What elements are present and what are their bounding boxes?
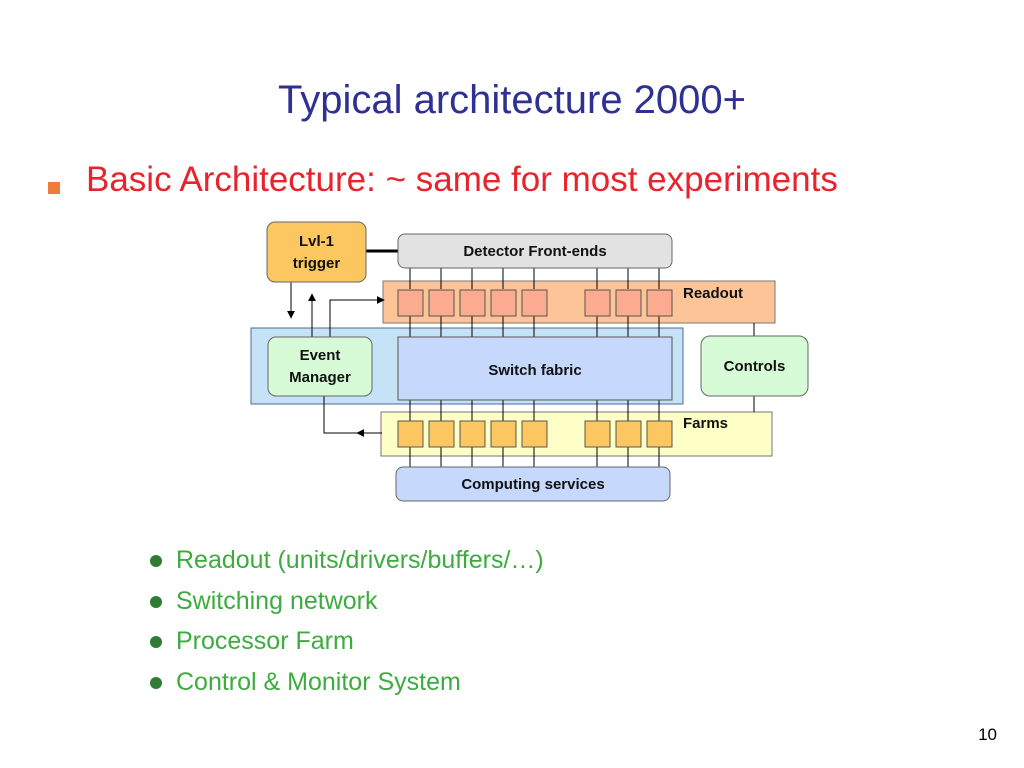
computing-services-label: Computing services — [461, 476, 604, 493]
readout-unit — [615, 289, 642, 317]
farm-unit — [521, 420, 548, 448]
page-number: 10 — [978, 725, 997, 744]
lvl1-trigger-label-line2: trigger — [293, 255, 341, 272]
main-bullet-text: Basic Architecture: ~ same for most expe… — [86, 160, 838, 199]
slide-title: Typical architecture 2000+ — [277, 78, 747, 122]
farm-unit — [490, 420, 517, 448]
list-item-text: Processor Farm — [176, 627, 354, 656]
list-item: Control & Monitor System — [150, 662, 544, 703]
readout-unit — [646, 289, 673, 317]
event-manager-box — [267, 336, 373, 397]
readout-unit — [584, 289, 611, 317]
computing-services-box — [395, 466, 671, 502]
readout-links — [409, 316, 660, 337]
list-item-text: Switching network — [176, 586, 378, 615]
event-manager-label-line1: Event — [300, 347, 341, 364]
farm-event-manager-arrow — [323, 396, 357, 434]
switch-fabric-label: Switch fabric — [488, 362, 581, 379]
farm-unit — [397, 420, 424, 448]
farms-label: Farms — [683, 415, 728, 432]
readout-unit — [521, 289, 548, 317]
list-item: Readout (units/drivers/buffers/…) — [150, 540, 544, 581]
farm-unit — [615, 420, 642, 448]
detector-links — [409, 268, 660, 289]
bullet-dot-icon — [150, 677, 162, 690]
readout-unit — [428, 289, 455, 317]
readout-units — [397, 289, 673, 317]
farm-unit — [646, 420, 673, 448]
farm-units — [397, 420, 673, 448]
bullet-dot-icon — [150, 555, 162, 567]
event-manager-label-line2: Manager — [289, 369, 351, 386]
readout-unit — [397, 289, 424, 317]
bullet-marker — [48, 182, 60, 194]
switch-to-farm-links — [409, 400, 660, 421]
list-item: Switching network — [150, 581, 544, 622]
readout-unit — [459, 289, 486, 317]
event-manager-readout-arrow — [329, 296, 385, 337]
list-item-text: Readout (units/drivers/buffers/…) — [176, 546, 544, 574]
controls-label: Controls — [724, 358, 786, 375]
lvl1-trigger-label-line1: Lvl-1 — [299, 233, 334, 250]
readout-unit — [490, 289, 517, 317]
farm-unit — [584, 420, 611, 448]
lvl1-trigger-box — [266, 221, 367, 283]
detector-front-ends-box — [397, 233, 673, 269]
readout-label: Readout — [683, 285, 743, 302]
sub-bullet-list: Readout (units/drivers/buffers/…) Switch… — [150, 540, 544, 703]
switch-fabric-box — [397, 336, 673, 401]
list-item-text: Control & Monitor System — [176, 668, 461, 697]
farm-to-computing-links — [409, 447, 660, 467]
bullet-dot-icon — [150, 636, 162, 649]
farm-unit — [428, 420, 455, 448]
controls-box — [700, 335, 809, 397]
farm-unit — [459, 420, 486, 448]
detector-front-ends-label: Detector Front-ends — [463, 243, 606, 260]
bullet-dot-icon — [150, 595, 162, 608]
list-item: Processor Farm — [150, 621, 544, 662]
